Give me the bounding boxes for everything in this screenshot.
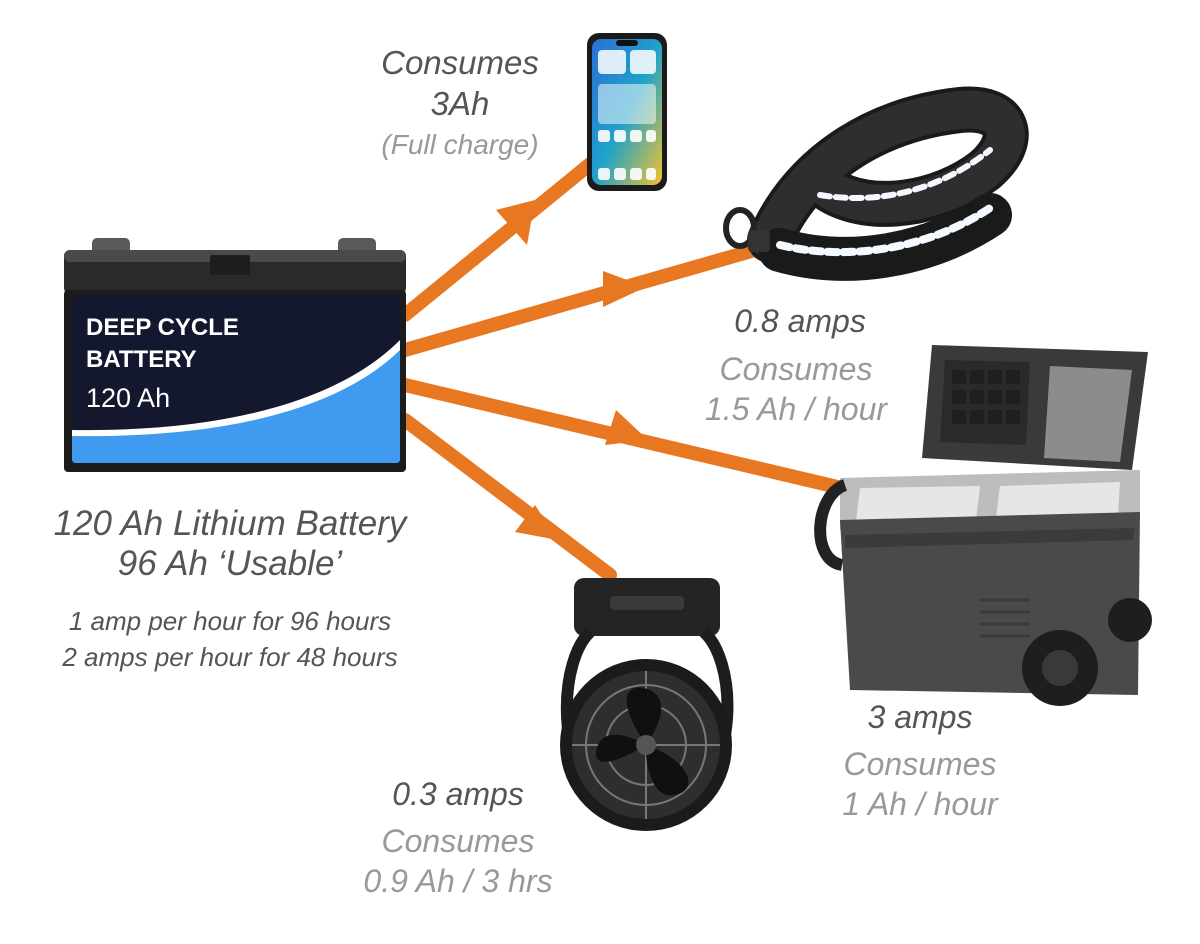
light-strip-consumes-label: Consumes	[719, 351, 873, 387]
battery-note-line1: 1 amp per hour for 96 hours	[68, 606, 392, 636]
arrowhead-fridge	[605, 410, 648, 445]
light-strip-amps: 0.8 amps	[734, 303, 866, 339]
fan-consumption: 0.9 Ah / 3 hrs	[363, 863, 553, 899]
fridge-consumption: 1 Ah / hour	[842, 786, 998, 822]
phone-consumes-label: Consumes	[381, 44, 539, 81]
battery-capacity-label: 120 Ah	[86, 383, 171, 413]
arrowhead-phone	[496, 200, 535, 245]
arrowhead-light-strip	[603, 271, 646, 307]
phone-full-charge-note: (Full charge)	[381, 129, 539, 160]
battery-label-line1: DEEP CYCLE	[86, 314, 239, 341]
fridge-consumes-label: Consumes	[843, 746, 997, 782]
phone-capacity-value: 3Ah	[430, 85, 490, 122]
arrow-to-phone	[398, 153, 602, 322]
battery-note-line2: 2 amps per hour for 48 hours	[62, 642, 398, 672]
arrow-to-light-strip	[398, 243, 762, 357]
battery-label-line2: BATTERY	[86, 346, 197, 373]
fan-amps: 0.3 amps	[392, 776, 524, 812]
fan-consumes-label: Consumes	[381, 823, 535, 859]
battery-caption-line1: 120 Ah Lithium Battery	[53, 504, 407, 543]
battery-caption-line2: 96 Ah ‘Usable’	[117, 544, 343, 583]
light-strip-consumption: 1.5 Ah / hour	[704, 391, 888, 427]
arrow-to-fan	[398, 413, 617, 582]
arrowhead-fan	[515, 505, 558, 540]
fridge-amps: 3 amps	[867, 699, 973, 735]
